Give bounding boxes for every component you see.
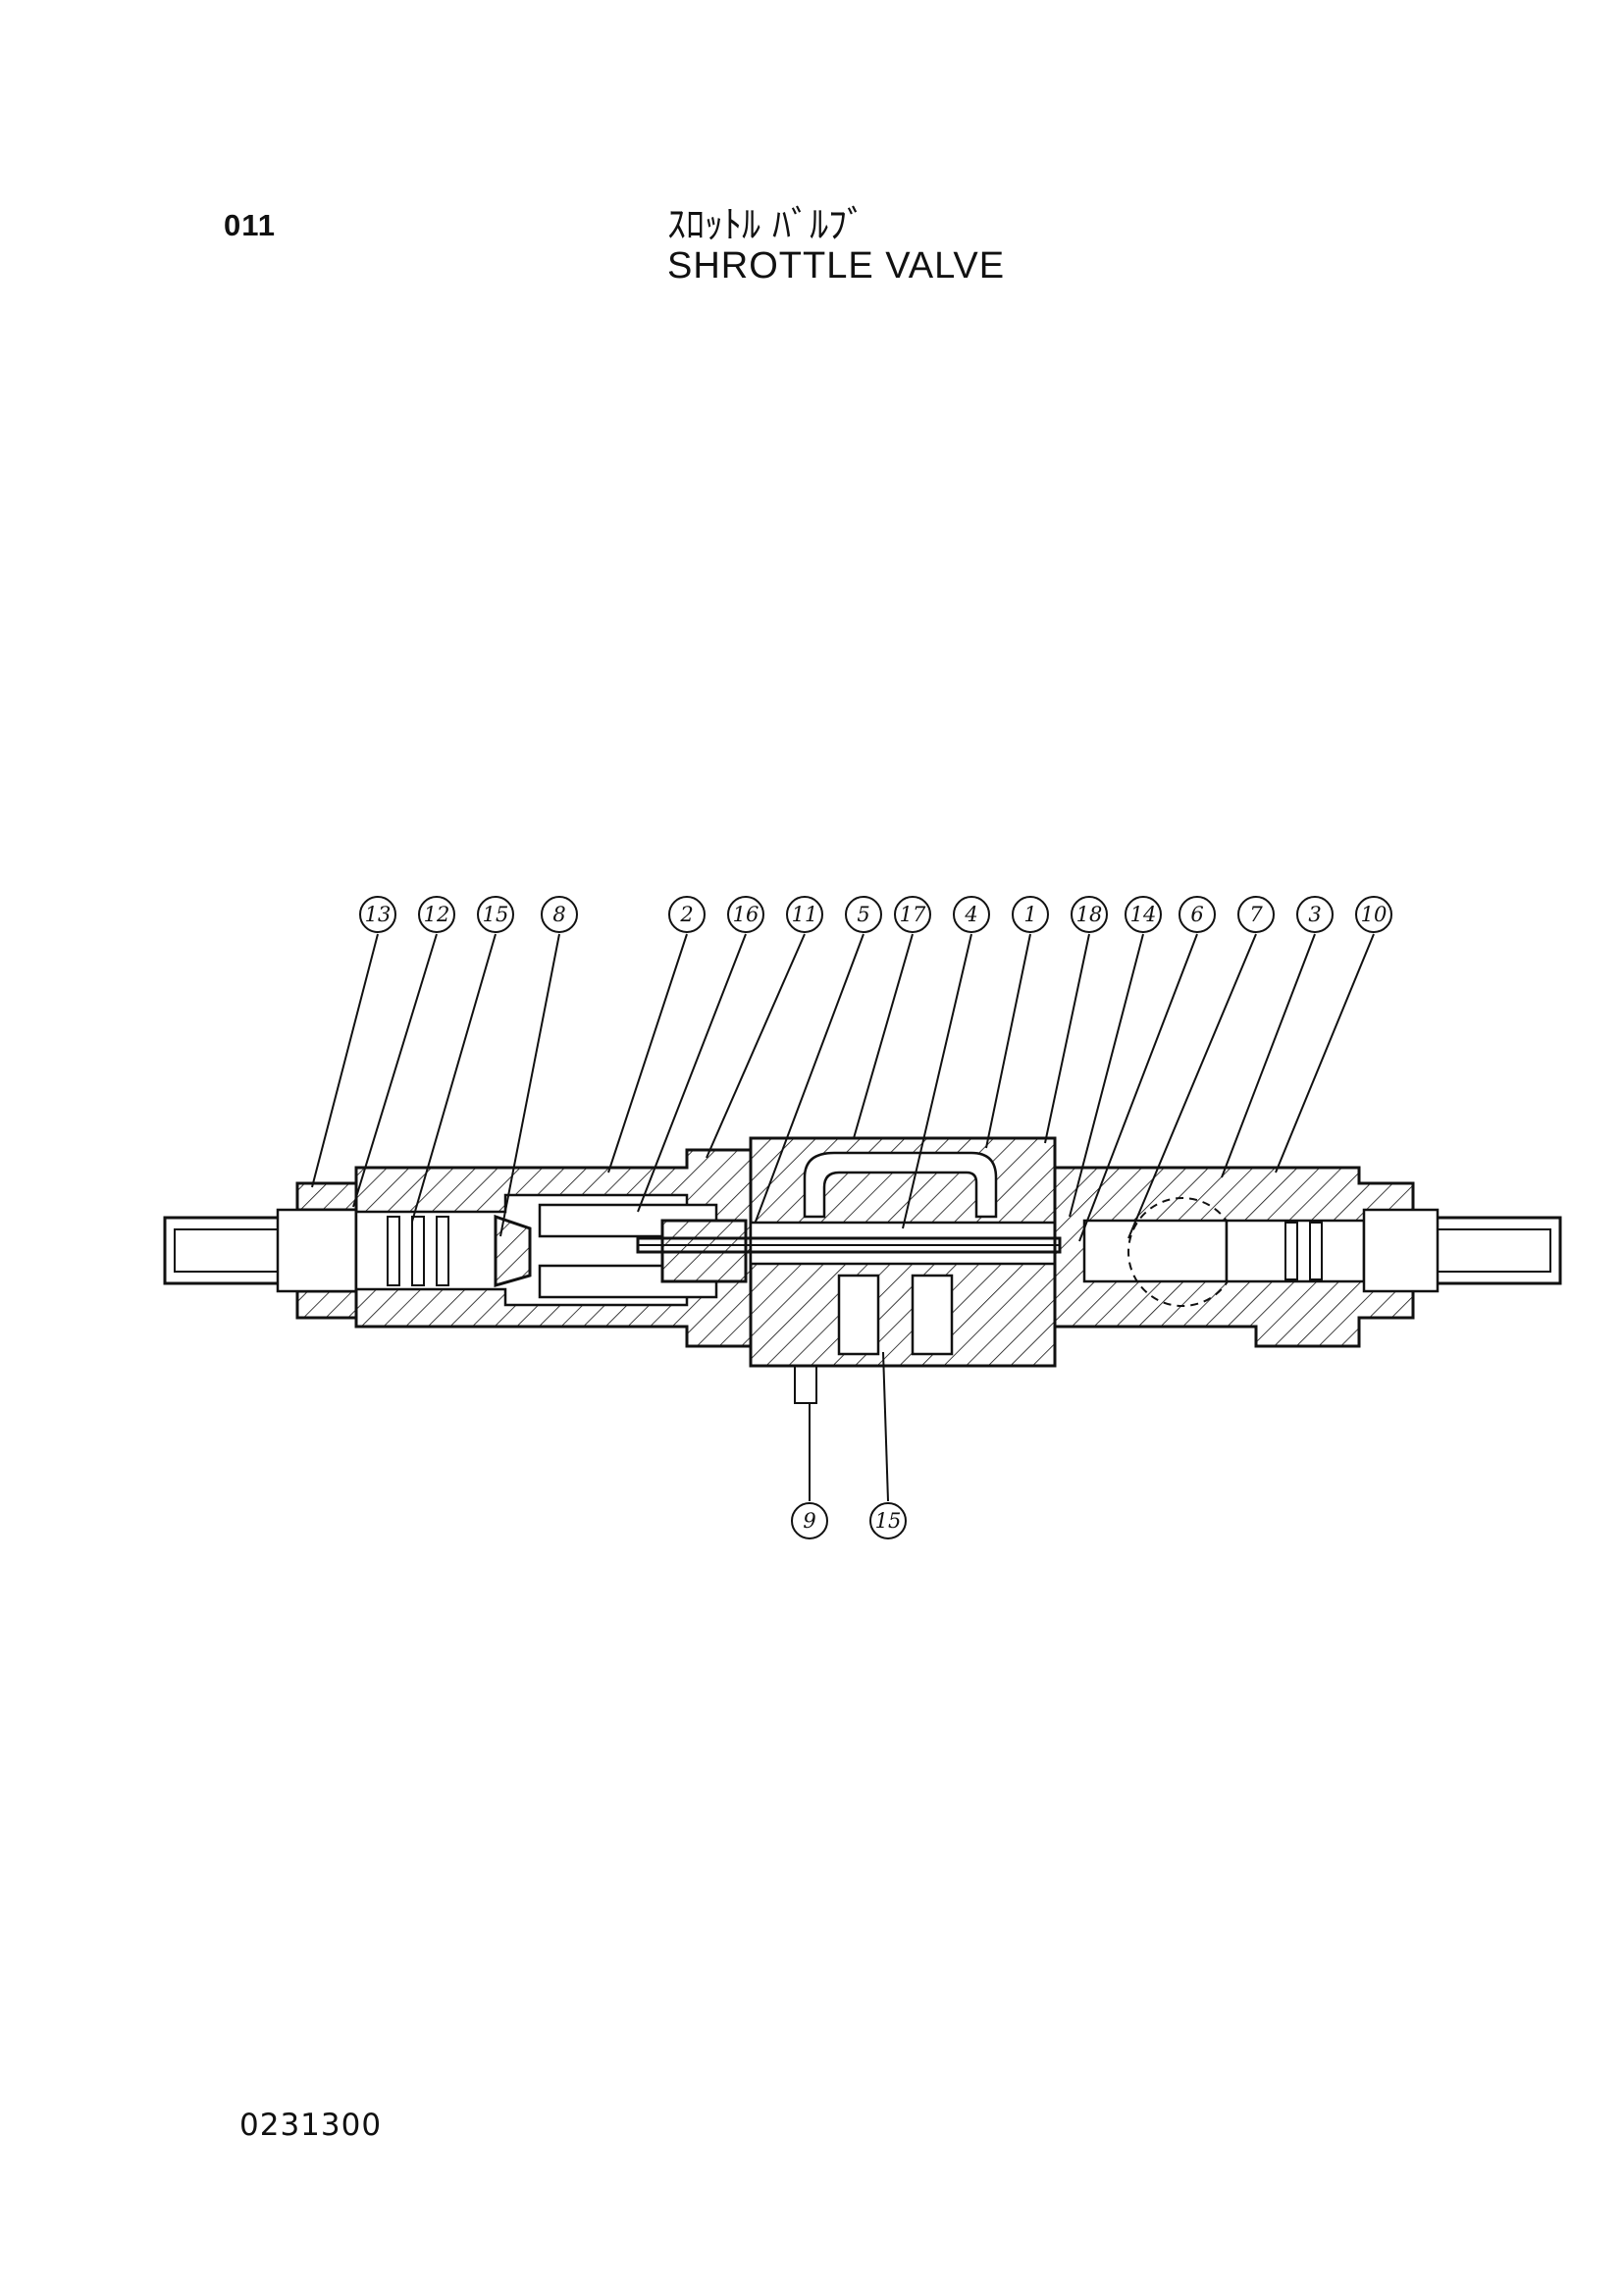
callout-label: 8 xyxy=(552,903,565,926)
page-number: 011 xyxy=(224,208,277,242)
callout-label: 1 xyxy=(1023,903,1036,926)
callout-8: 8 xyxy=(541,896,578,933)
left-end-cap xyxy=(163,1181,358,1320)
title-english: SHROTTLE VALVE xyxy=(667,245,1006,287)
center-block xyxy=(749,1136,1057,1404)
callout-label: 15 xyxy=(483,903,509,926)
title-japanese: ｽﾛｯﾄﾙ ﾊﾞﾙﾌﾞ xyxy=(667,203,866,246)
callout-15-top: 15 xyxy=(477,896,514,933)
callout-9: 9 xyxy=(791,1502,828,1539)
bottom-callouts: 9 15 xyxy=(791,1502,907,1539)
right-housing xyxy=(1053,1166,1415,1348)
callout-label: 17 xyxy=(900,903,926,926)
callout-11: 11 xyxy=(786,896,823,933)
callout-6: 6 xyxy=(1179,896,1216,933)
callout-label: 9 xyxy=(803,1509,815,1533)
bottom-leader-lines xyxy=(809,1351,889,1502)
drawing-code: 0231300 xyxy=(239,2108,383,2143)
callout-label: 16 xyxy=(733,903,760,926)
callout-3: 3 xyxy=(1296,896,1334,933)
callout-label: 11 xyxy=(792,903,818,926)
callout-label: 5 xyxy=(857,903,869,926)
left-housing xyxy=(354,1148,753,1348)
callout-label: 6 xyxy=(1190,903,1203,926)
callout-10: 10 xyxy=(1355,896,1392,933)
callout-15-bottom: 15 xyxy=(869,1502,907,1539)
callout-5: 5 xyxy=(845,896,882,933)
callout-14: 14 xyxy=(1125,896,1162,933)
callout-13: 13 xyxy=(359,896,396,933)
callout-4: 4 xyxy=(953,896,990,933)
callout-label: 14 xyxy=(1130,903,1157,926)
callout-label: 3 xyxy=(1308,903,1321,926)
callout-label: 7 xyxy=(1249,903,1263,926)
callout-17: 17 xyxy=(894,896,931,933)
top-leader-lines xyxy=(311,933,1375,1242)
callout-label: 13 xyxy=(365,903,392,926)
callout-2: 2 xyxy=(668,896,706,933)
right-end-cap xyxy=(1362,1208,1562,1293)
callout-16: 16 xyxy=(727,896,764,933)
callout-label: 2 xyxy=(679,903,693,926)
callout-label: 10 xyxy=(1361,903,1388,926)
center-spool xyxy=(636,1236,1062,1254)
callout-label: 15 xyxy=(875,1509,902,1533)
callout-18: 18 xyxy=(1071,896,1108,933)
callout-label: 4 xyxy=(964,903,977,926)
callout-7: 7 xyxy=(1237,896,1275,933)
callout-12: 12 xyxy=(418,896,455,933)
top-callouts: 13 12 15 8 2 16 11 5 17 4 1 18 14 6 7 3 … xyxy=(359,896,1392,933)
callout-label: 18 xyxy=(1076,903,1103,926)
callout-label: 12 xyxy=(424,903,450,926)
callout-1: 1 xyxy=(1012,896,1049,933)
